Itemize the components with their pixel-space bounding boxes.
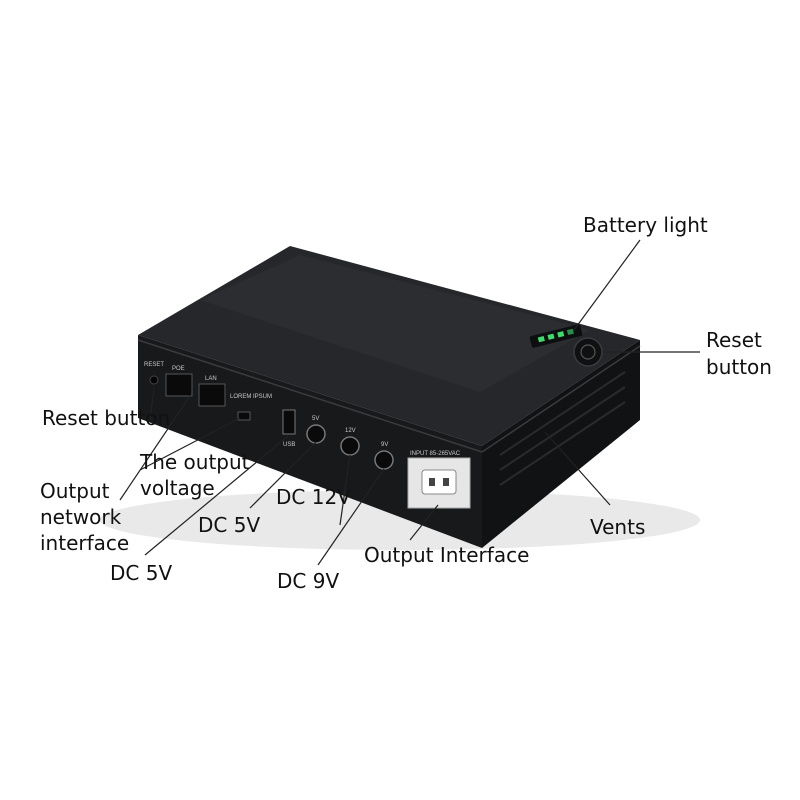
switch-title-print: LOREM IPSUM bbox=[230, 394, 272, 400]
label-output-network-1: Output bbox=[40, 479, 110, 503]
top-reset-button-inner bbox=[580, 344, 596, 360]
device-top-panel bbox=[200, 255, 590, 392]
label-dc5v-lower: DC 5V bbox=[110, 561, 173, 585]
dc5v-port bbox=[306, 424, 326, 444]
input-print: INPUT 85-265VAC bbox=[410, 451, 461, 457]
leader-dc5v-upper bbox=[249, 441, 317, 509]
label-vents: Vents bbox=[590, 515, 646, 539]
ac-pin-right bbox=[443, 478, 449, 486]
reset-print: RESET bbox=[144, 362, 164, 368]
battery-led-3 bbox=[557, 331, 565, 338]
top-reset-button bbox=[573, 337, 603, 367]
reset-hole bbox=[149, 375, 159, 385]
label-output-voltage-1: The output bbox=[140, 450, 250, 474]
poe-port bbox=[165, 373, 193, 397]
battery-led-4 bbox=[566, 328, 574, 336]
battery-led-1 bbox=[537, 335, 545, 343]
usb-port bbox=[282, 409, 296, 435]
voltage-switch bbox=[237, 411, 251, 421]
leader-dc12v bbox=[339, 454, 351, 526]
leader-output-voltage bbox=[139, 417, 241, 471]
lan-print: LAN bbox=[205, 376, 217, 382]
dc12v-print: 12V bbox=[345, 428, 356, 434]
label-output-network-2: network bbox=[40, 505, 122, 529]
right-bevel bbox=[481, 345, 641, 453]
label-dc12v: DC 12V bbox=[276, 485, 351, 509]
leader-dc5v-lower bbox=[144, 435, 289, 556]
label-output-network-3: interface bbox=[40, 531, 130, 555]
label-dc9v: DC 9V bbox=[277, 569, 340, 593]
device-shadow bbox=[100, 490, 700, 550]
label-reset-button-right-2: button bbox=[706, 355, 772, 379]
dc9v-print: 9V bbox=[381, 442, 388, 448]
leader-battery-light bbox=[573, 239, 641, 331]
leader-dc9v bbox=[317, 468, 385, 566]
vents-grille bbox=[499, 371, 626, 486]
label-output-voltage-2: voltage bbox=[140, 476, 215, 500]
label-output-interface: Output Interface bbox=[364, 543, 530, 567]
front-bevel bbox=[137, 339, 483, 453]
label-reset-button-right-1: Reset bbox=[706, 328, 762, 352]
dc12v-port bbox=[340, 436, 360, 456]
leader-output-network bbox=[119, 395, 191, 501]
dc9v-port bbox=[374, 450, 394, 470]
dc5v-print: 5V bbox=[312, 416, 319, 422]
battery-led-2 bbox=[547, 333, 555, 340]
label-dc5v-upper: DC 5V bbox=[198, 513, 261, 537]
label-reset-button-left: Reset button bbox=[42, 406, 171, 430]
lan-port bbox=[198, 383, 226, 407]
leader-lines bbox=[119, 239, 700, 566]
poe-print: POE bbox=[172, 366, 185, 372]
leader-vents bbox=[544, 431, 611, 506]
leader-reset-left bbox=[149, 387, 155, 421]
ac-outlet-socket bbox=[421, 469, 457, 495]
usb-print: USB bbox=[283, 442, 295, 448]
ac-pin-left bbox=[429, 478, 435, 486]
label-battery-light: Battery light bbox=[583, 213, 708, 237]
leader-output-interface bbox=[409, 504, 439, 541]
